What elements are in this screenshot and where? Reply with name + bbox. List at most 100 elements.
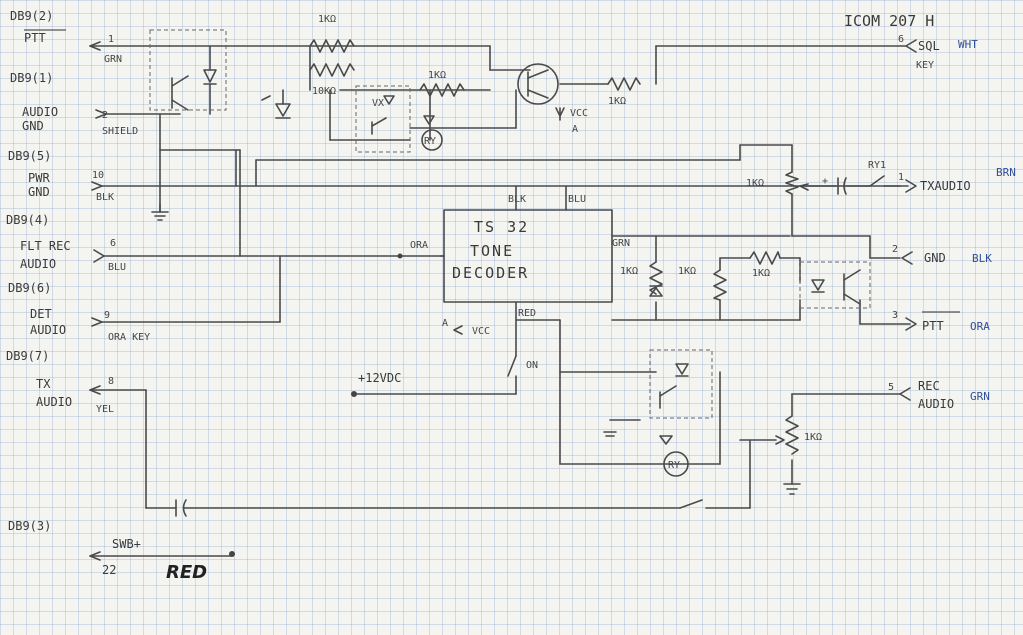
resistor-10k (309, 63, 355, 77)
pin-1-right: 1 (898, 172, 904, 183)
pin-10: 10 (92, 170, 104, 181)
vcc2-label: VCC (472, 326, 490, 337)
r9-label: 1KΩ (804, 432, 822, 443)
red-label: RED (166, 562, 207, 583)
resistor-1k-c (749, 251, 781, 265)
pin-2-right: 2 (892, 244, 898, 255)
audio-gnd-top: AUDIO (22, 105, 58, 119)
optocoupler-ptt (149, 29, 227, 115)
r3-label: 1KΩ (428, 70, 446, 81)
pwr-gnd-top: PWR (28, 171, 50, 185)
decoder-line3: DECODER (452, 264, 529, 282)
rec-audio-top: REC (918, 379, 940, 393)
resistor-1k-sql (607, 77, 641, 91)
db9-3-label: DB9(3) (8, 519, 51, 533)
db9-6-label: DB9(6) (8, 281, 51, 295)
vcc-label: VCC (570, 108, 588, 119)
gnd-wire: BLK (972, 252, 992, 265)
pwr-gnd-bottom: GND (28, 185, 50, 199)
transistor: VCC A (517, 63, 588, 135)
sql-wire: WHT (958, 38, 978, 51)
audio-gnd-bottom: GND (22, 119, 44, 133)
decoder-pin-blk: BLK (508, 194, 526, 205)
db9-7-label: DB9(7) (6, 349, 49, 363)
pin-6-right: 6 (898, 34, 904, 45)
db9-4-label: DB9(4) (6, 213, 49, 227)
pot-lower-right: 1KΩ (775, 415, 822, 495)
pin-1: 1 (108, 34, 114, 45)
r4-label: 1KΩ (608, 96, 626, 107)
ry-lower-label: RY (668, 460, 680, 471)
rec-audio-bottom: AUDIO (918, 397, 954, 411)
on-label: ON (526, 360, 538, 371)
led-indicator (261, 89, 291, 119)
tx-audio-top: TX (36, 377, 51, 391)
radio-title: ICOM 207 H (844, 12, 934, 30)
ry1-switch: RY1 (868, 160, 886, 187)
swb-label: SWB+ (112, 537, 141, 551)
gnd-label: GND (924, 251, 946, 265)
sql-label: SQL (918, 39, 940, 53)
plus-label: + (822, 176, 828, 187)
ptt-right-label: PTT (922, 319, 944, 333)
flt-rec-bottom: AUDIO (20, 257, 56, 271)
ry-label: RY (424, 136, 436, 147)
det-audio-top: DET (30, 307, 52, 321)
r8-label: 1KΩ (746, 178, 764, 189)
r6-label: 1KΩ (678, 266, 696, 277)
resistor-1k-top (309, 39, 355, 53)
flt-rec-top: FLT REC (20, 239, 71, 253)
tx-audio-bottom: AUDIO (36, 395, 72, 409)
wires (89, 45, 911, 557)
wire-grn: GRN (104, 54, 122, 65)
right-labels: ICOM 207 H 6 SQL WHT KEY 1 TXAUDIO BRN 2… (844, 12, 1016, 411)
a2-label: A (442, 318, 448, 329)
mid-components: 1KΩ 1KΩ 1KΩ (620, 251, 781, 301)
wire-blu: BLU (108, 262, 126, 273)
wire-ora-key: ORA KEY (108, 332, 150, 343)
left-pin-numbers: 1 GRN 2 SHIELD 10 BLK 6 BLU 9 ORA KEY 8 … (92, 34, 207, 583)
ptt-signal-label: PTT (24, 31, 46, 45)
db9-1-label: DB9(1) (10, 71, 53, 85)
sql-key: KEY (916, 60, 934, 71)
v12-label: +12VDC (358, 371, 401, 385)
pin-5-right: 5 (888, 382, 894, 393)
pin-2: 2 (102, 110, 108, 121)
txaudio-wire: BRN (996, 166, 1016, 179)
on-switch: ON (507, 355, 538, 377)
optocoupler-right (799, 261, 871, 309)
pot-top-right: 1KΩ + (746, 171, 847, 195)
left-arrows (89, 41, 107, 561)
resistor-1k-a (649, 261, 663, 295)
decoder-pin-grn: GRN (612, 238, 630, 249)
r1-label: 1KΩ (318, 14, 336, 25)
tone-decoder: TS 32 TONE DECODER BLK BLU GRN RED ORA (397, 185, 630, 319)
det-audio-bottom: AUDIO (30, 323, 66, 337)
resistor-1k-b (713, 269, 727, 301)
pin-8: 8 (108, 376, 114, 387)
wire-yel: YEL (96, 404, 114, 415)
ptt-right-wire: ORA (970, 320, 990, 333)
pin-6: 6 (110, 238, 116, 249)
db9-2-label: DB9(2) (10, 9, 53, 23)
a-label: A (572, 124, 578, 135)
wire-shield: SHIELD (102, 126, 138, 137)
r5-label: 1KΩ (620, 266, 638, 277)
decoder-pin-blu: BLU (568, 194, 586, 205)
pin-3-right: 3 (892, 310, 898, 321)
wire-blk: BLK (96, 192, 114, 203)
r2-label: 10KΩ (312, 86, 336, 97)
left-connector-labels: DB9(2) PTT DB9(1) AUDIO GND DB9(5) PWR G… (6, 9, 72, 533)
decoder-pin-red: RED (518, 308, 536, 319)
decoder-line1: TS 32 (474, 218, 529, 236)
pin-9: 9 (104, 310, 110, 321)
decoder-pin-ora: ORA (410, 240, 428, 251)
resistor-1k-mid (419, 83, 465, 97)
relay-vx: VX RY (355, 85, 443, 153)
txaudio-label: TXAUDIO (920, 179, 971, 193)
db9-5-label: DB9(5) (8, 149, 51, 163)
decoder-line2: TONE (470, 242, 514, 260)
capacitor-bottom (175, 499, 703, 517)
resistors-top: 1KΩ 10KΩ 1KΩ 1KΩ (309, 14, 641, 107)
